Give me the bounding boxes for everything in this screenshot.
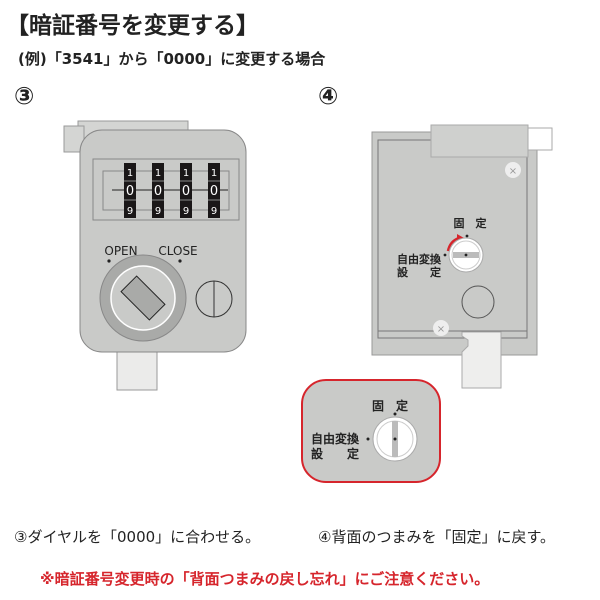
step-3-caption: ③ダイヤルを「0000」に合わせる。 [14, 528, 261, 546]
step-4-number: ④ [318, 82, 339, 110]
back-panel: × × 固 定 自由変換 設 定 [371, 124, 553, 389]
wheel-digit: 9 [183, 206, 189, 217]
wheel-digit: 1 [183, 168, 189, 179]
digit-wheel[interactable]: 1 0 9 [180, 163, 192, 218]
callout-free-label-1: 自由変換 [311, 431, 360, 446]
open-label: OPEN [104, 244, 137, 258]
digit-wheel[interactable]: 1 0 9 [152, 163, 164, 218]
wheel-digit: 1 [211, 168, 217, 179]
lock-front: 1 0 9 1 0 9 1 0 9 1 0 9 OPEN CLOSE [63, 120, 247, 391]
step-3-number: ③ [14, 82, 35, 110]
step-4-caption: ④背面のつまみを「固定」に戻す。 [318, 528, 555, 546]
wheel-digit: 9 [211, 206, 217, 217]
close-label: CLOSE [158, 244, 197, 258]
wheel-digit: 0 [126, 184, 134, 199]
subtitle: (例)「3541」から「0000」に変更する場合 [18, 50, 326, 68]
knob-callout: 固 定 自由変換 設 定 [301, 379, 441, 483]
svg-text:×: × [509, 166, 517, 177]
warning-text: ※暗証番号変更時の「背面つまみの戻し忘れ」にご注意ください。 [40, 570, 490, 588]
wheel-digit: 1 [155, 168, 161, 179]
page-title: 【暗証番号を変更する】 [6, 13, 259, 39]
wheel-digit: 0 [210, 184, 218, 199]
free-setting-label-1: 自由変換 [397, 252, 442, 266]
dial-knob [120, 275, 166, 321]
digit-wheels: 1 0 9 1 0 9 1 0 9 1 0 9 [124, 163, 220, 218]
digit-wheel[interactable]: 1 0 9 [208, 163, 220, 218]
wheel-digit: 9 [155, 206, 161, 217]
free-setting-label-2: 設 定 [397, 265, 441, 279]
wheel-digit: 1 [127, 168, 133, 179]
wheel-digit: 9 [127, 206, 133, 217]
wheel-digit: 0 [154, 184, 162, 199]
wheel-digit: 0 [182, 184, 190, 199]
digit-wheel[interactable]: 1 0 9 [124, 163, 136, 218]
callout-fixed-label: 固 定 [372, 398, 408, 413]
callout-free-label-2: 設 定 [311, 446, 359, 461]
fixed-label: 固 定 [454, 216, 487, 230]
svg-text:×: × [437, 324, 445, 335]
